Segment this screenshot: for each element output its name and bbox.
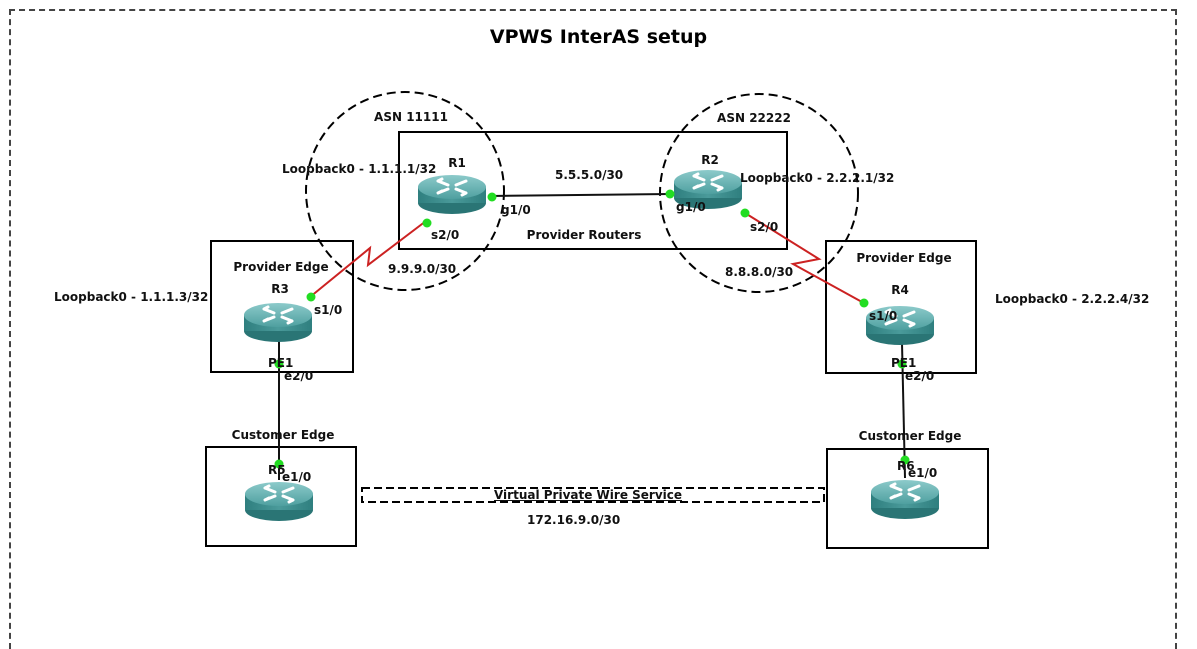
r4-port-s1: s1/0 [869,309,898,323]
router-r6-name: R6 [897,459,915,473]
router-r1-name: R1 [448,156,466,170]
vpws-tunnel [361,487,825,503]
subnet-r2-r4: 8.8.8.0/30 [725,265,794,279]
topology [205,91,989,549]
provider-edge-left-label: Provider Edge [233,260,329,274]
r2-loopback-label: Loopback0 - 2.2.2.1/32 [740,171,895,185]
port-dot-r5-e1 [274,459,284,469]
r4-port-e2: e2/0 [905,369,935,383]
port-dot-r4-e2 [897,359,907,369]
r4-tag-pe1: PE1 [891,356,917,370]
subnet-r1-r2: 5.5.5.0/30 [555,168,624,182]
router-r5[interactable] [243,480,315,523]
r5-port-e1: e1/0 [282,470,312,484]
asn-11111-label: ASN 11111 [374,110,448,124]
router-r1[interactable] [416,173,488,216]
r1-loopback-label: Loopback0 - 1.1.1.1/32 [282,162,437,176]
port-dot-r2-g1 [665,189,675,199]
router-r5-name: R5 [268,463,286,477]
link-r2-r4-serial [744,212,863,303]
router-r3-name: R3 [271,282,289,296]
link-r1-r3-serial [309,220,427,298]
router-r6[interactable] [869,478,941,521]
port-dot-r1-s2 [422,218,432,228]
vpws-label: Virtual Private Wire Service [493,488,683,502]
port-dot-r2-s2 [740,208,750,218]
port-dot-r4-s1 [859,298,869,308]
subnet-ce-ce: 172.16.9.0/30 [527,513,621,527]
canvas-frame [9,9,1177,649]
r3-port-s1: s1/0 [314,303,343,317]
r1-port-g1: g1/0 [501,203,531,217]
diagram-title: VPWS InterAS setup [489,26,708,48]
customer-edge-right-box [826,448,989,549]
r6-port-e1: e1/0 [908,466,938,480]
provider-edge-left-box [210,240,354,373]
router-r2-name: R2 [701,153,719,167]
port-dot-r3-s1 [306,292,316,302]
r2-port-g1: g1/0 [676,200,706,214]
asn-22222-label: ASN 22222 [717,111,791,125]
provider-routers-box [398,131,788,250]
customer-edge-left-box [205,446,357,547]
port-dot-r6-e1 [900,455,910,465]
r3-tag-pe1: PE1 [268,356,294,370]
asn-22222-boundary [659,93,859,293]
r3-loopback-label: Loopback0 - 1.1.1.3/32 [54,290,209,304]
r3-port-e2: e2/0 [284,369,314,383]
subnet-r1-r3: 9.9.9.0/30 [388,262,457,276]
r2-port-s2: s2/0 [750,220,779,234]
router-r4-name: R4 [891,283,909,297]
customer-edge-right-label: Customer Edge [858,429,962,443]
r4-loopback-label: Loopback0 - 2.2.2.4/32 [995,292,1150,306]
provider-edge-right-label: Provider Edge [856,251,952,265]
provider-routers-label: Provider Routers [526,228,642,242]
customer-edge-left-label: Customer Edge [231,428,335,442]
asn-11111-boundary [305,91,505,291]
r1-port-s2: s2/0 [431,228,460,242]
provider-edge-right-box [825,240,977,374]
router-r3[interactable] [242,301,314,344]
port-dot-r1-g1 [487,192,497,202]
link-r1-r2 [490,193,672,197]
port-dot-r3-e2 [274,359,284,369]
